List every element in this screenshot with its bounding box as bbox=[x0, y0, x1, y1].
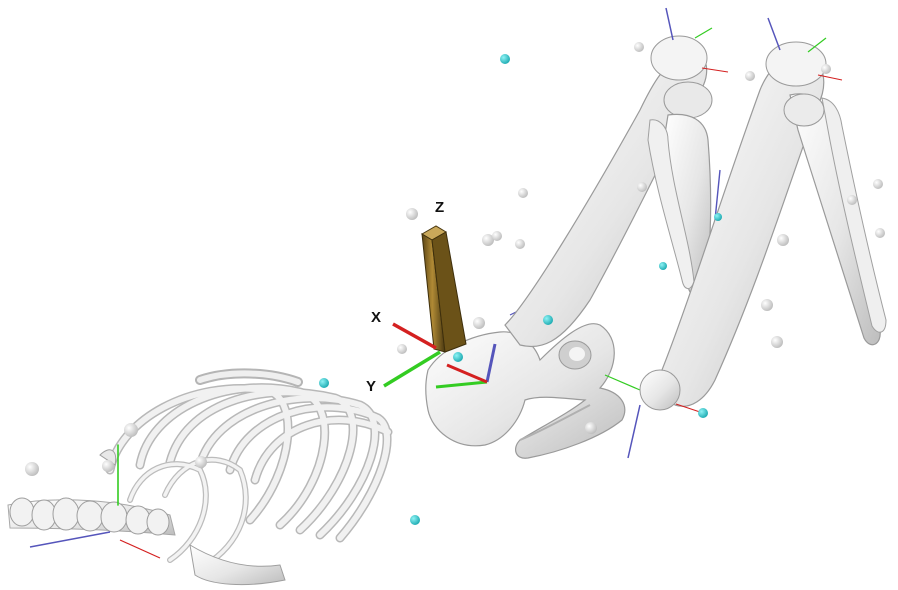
pointer-tool[interactable] bbox=[422, 226, 466, 352]
y-axis-label: Y bbox=[366, 378, 376, 395]
z-axis-label: Z bbox=[435, 199, 444, 216]
ribcage[interactable] bbox=[100, 373, 388, 584]
right-tibia[interactable] bbox=[784, 94, 886, 345]
x-axis-line bbox=[393, 324, 436, 348]
x-axis-label: X bbox=[371, 309, 381, 326]
vertebral-column[interactable] bbox=[8, 498, 175, 558]
